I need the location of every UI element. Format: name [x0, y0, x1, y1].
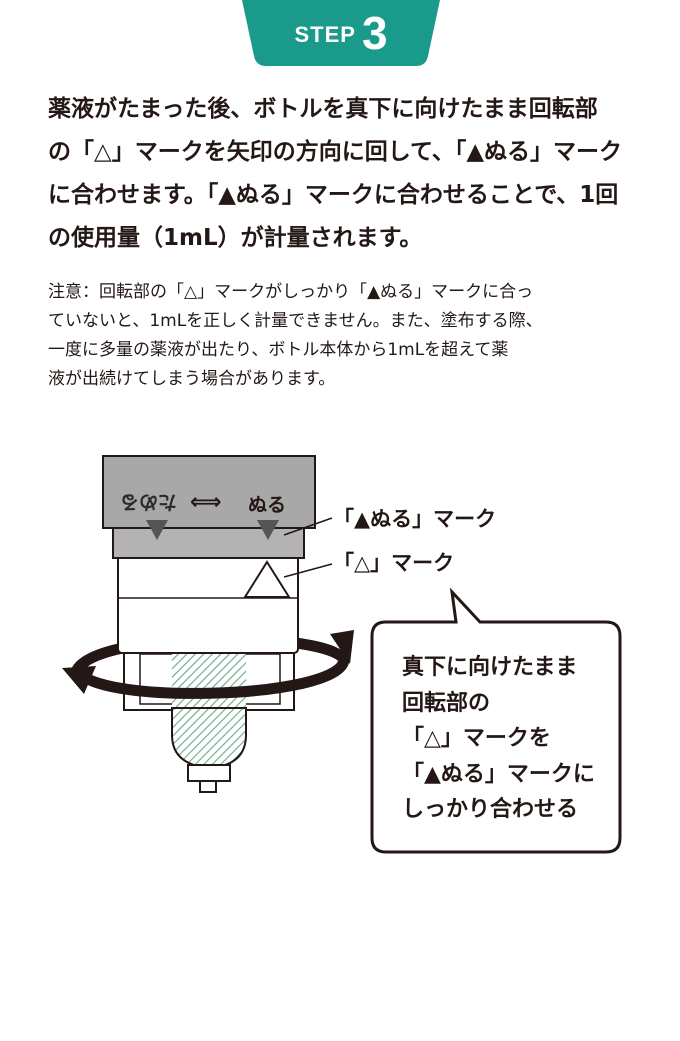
note-line: 液が出続けてしまう場合があります。 — [48, 369, 336, 389]
bubble-line: 「△」マークを — [402, 726, 551, 751]
rotation-arrowhead-right — [330, 630, 354, 664]
note-line: ていないと、1mLを正しく計量できません。また、塗布する際、 — [48, 311, 543, 331]
main-line: 薬液がたまった後、ボトルを真下に向けたまま回転部 — [48, 96, 598, 122]
cap-right-label: ぬる — [248, 494, 287, 516]
caution-note: 注意：回転部の「△」マークがしっかり「▲ぬる」マークに合っ ていないと、1mLを… — [48, 278, 648, 394]
note-line: 注意：回転部の「△」マークがしっかり「▲ぬる」マークに合っ — [48, 282, 534, 302]
step-label: STEP 3 — [242, 0, 440, 66]
step-word: STEP — [294, 22, 356, 47]
main-line: の使用量（1mL）が計量されます。 — [48, 225, 423, 251]
bubble-line: 真下に向けたまま — [402, 655, 578, 680]
nozzle-tip — [171, 707, 247, 770]
note-line: 一度に多量の薬液が出たり、ボトル本体から1mLを超えて薬 — [48, 340, 509, 360]
step-badge: STEP 3 — [242, 0, 440, 66]
main-line: の「△」マークを矢印の方向に回して、「▲ぬる」マーク — [48, 139, 623, 165]
filled-triangle-icon — [146, 520, 168, 540]
bubble-line: 回転部の — [402, 690, 491, 716]
triangle-mark-callout: 「△」マーク — [333, 551, 455, 575]
nuru-mark-callout: 「▲ぬる」マーク — [333, 507, 497, 531]
top-cap — [102, 455, 316, 529]
bubble-line: しっかり合わせる — [402, 797, 579, 822]
bottle-illustration — [62, 455, 622, 854]
speech-bubble — [370, 587, 622, 854]
rotation-arrow-front — [72, 654, 350, 699]
step-badge-shape — [242, 0, 440, 66]
rotation-arrowhead-left — [62, 666, 96, 694]
cap-left-label: ためる — [120, 491, 178, 513]
speech-bubble-text: 真下に向けたまま 回転部の 「△」マークを 「▲ぬる」マークに しっかり合わせる — [402, 650, 632, 828]
bubble-line: 「▲ぬる」マークに — [402, 761, 595, 787]
double-arrow-icon: ⟺ — [190, 490, 222, 515]
open-triangle-mark — [243, 560, 291, 598]
main-instruction: 薬液がたまった後、ボトルを真下に向けたまま回転部 の「△」マークを矢印の方向に回… — [48, 88, 648, 260]
main-line: に合わせます。「▲ぬる」マークに合わせることで、1回 — [48, 182, 619, 208]
step-number: 3 — [361, 7, 388, 59]
filled-triangle-icon — [257, 520, 279, 540]
